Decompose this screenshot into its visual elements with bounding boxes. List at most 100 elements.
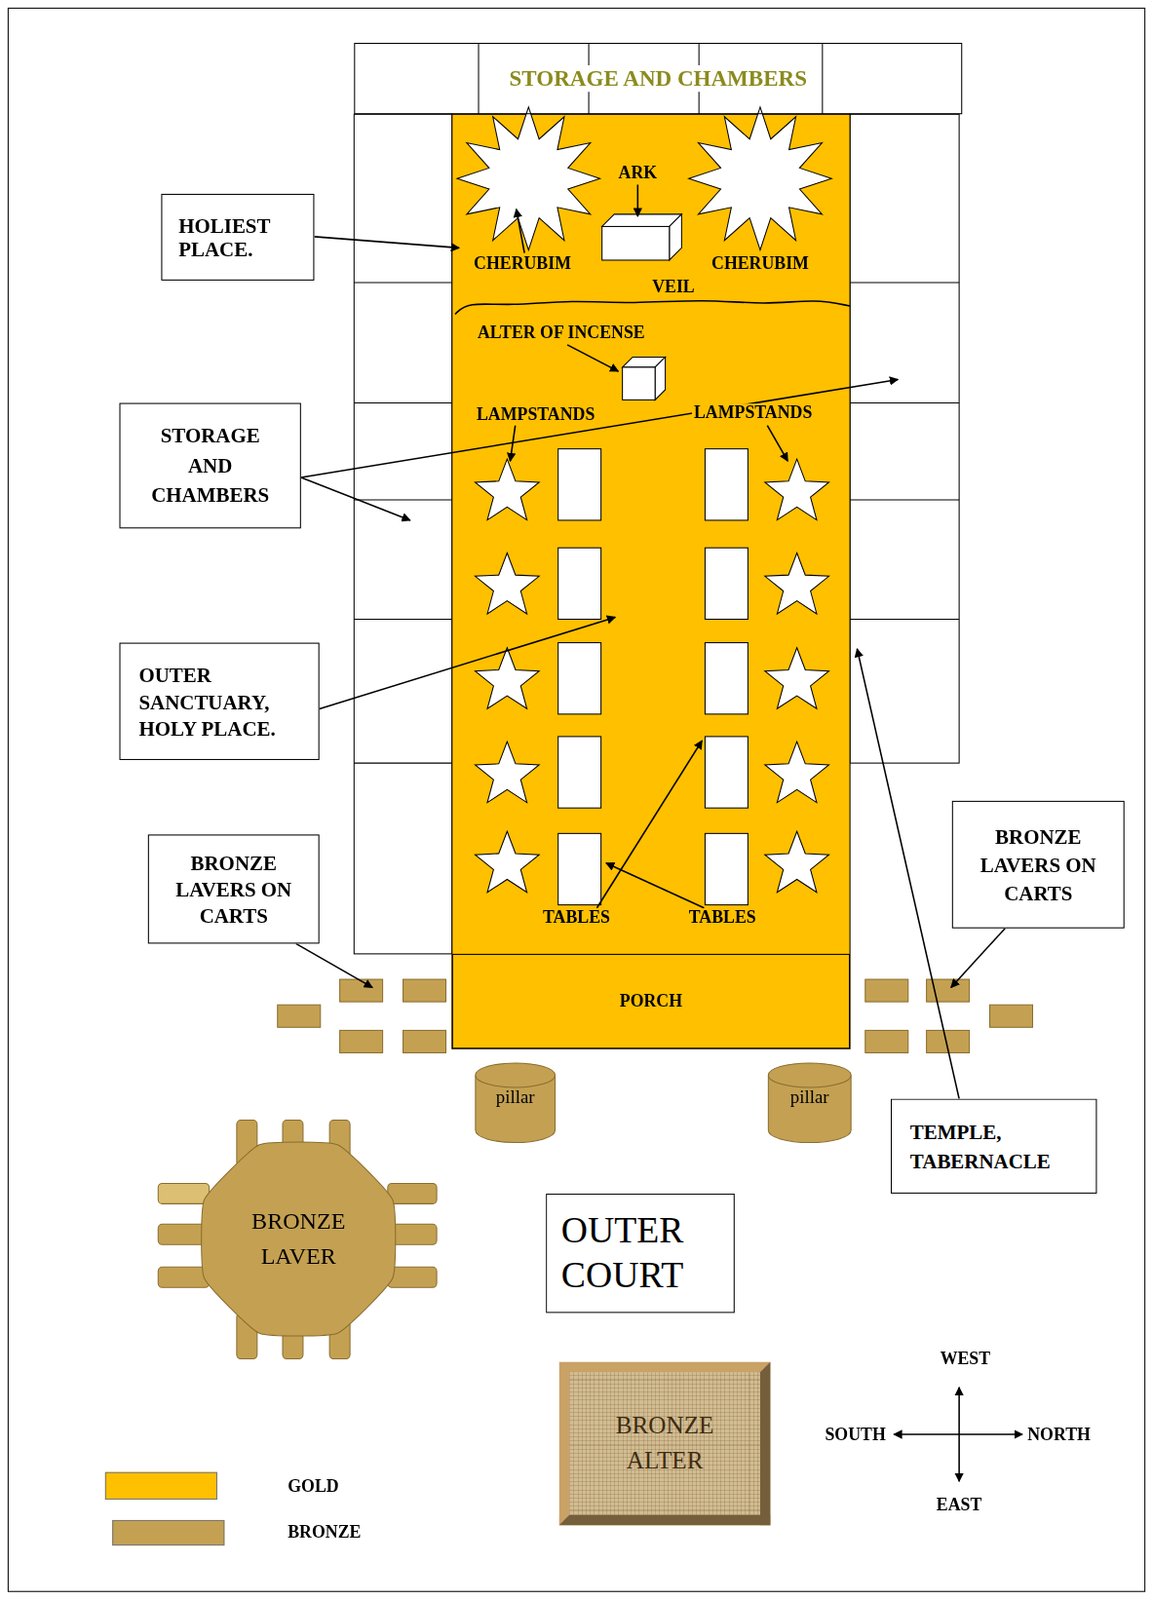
ark-box	[669, 214, 683, 261]
leader-arrow	[951, 928, 1005, 989]
node-text: BRONZE ALTER	[589, 1409, 740, 1478]
chamber-column	[849, 114, 960, 764]
part-label: VEIL	[650, 277, 697, 298]
part-label: LAMPSTANDS	[691, 403, 815, 423]
leader-arrow	[313, 236, 460, 249]
chamber-divider	[353, 618, 453, 620]
leader-arrow	[301, 379, 898, 478]
chamber-divider	[353, 281, 453, 283]
cherub-burst	[689, 107, 833, 251]
lampstand-star	[765, 459, 830, 521]
chamber-divider	[849, 402, 960, 404]
gold-sanctuary	[452, 114, 850, 1049]
table-rect	[558, 547, 602, 619]
cart-laver	[277, 1004, 321, 1028]
node-text: STORAGE AND CHAMBERS	[149, 421, 272, 510]
veil-line	[455, 301, 850, 315]
leader-arrow	[856, 649, 960, 1100]
callout-box: BRONZE LAVERS ON CARTS	[952, 801, 1125, 929]
cart-laver	[340, 1030, 384, 1053]
leader-arrow	[516, 209, 525, 254]
legend-text: BRONZE	[287, 1522, 361, 1543]
ark-box	[602, 214, 683, 228]
table-rect	[704, 833, 748, 905]
cart-laver	[865, 979, 909, 1002]
cherub-burst	[457, 107, 601, 251]
part-label: LAMPSTANDS	[474, 405, 598, 425]
leader-arrow	[301, 477, 411, 521]
chamber-divider	[849, 618, 960, 620]
lampstand-star	[474, 741, 539, 804]
cart-laver	[865, 1030, 909, 1053]
table-rect	[558, 449, 602, 521]
leader-arrow	[959, 1433, 1023, 1436]
callout-box: OUTER SANCTUARY, HOLY PLACE.	[118, 643, 319, 761]
node-text: STORAGE AND CHAMBERS	[503, 65, 812, 92]
node-text: HOLIEST PLACE.	[178, 213, 297, 261]
table-rect	[704, 547, 748, 619]
node-text: BRONZE LAVERS ON CARTS	[163, 849, 305, 930]
table-rect	[558, 643, 602, 715]
node-text: TEMPLE, TABERNACLE	[910, 1117, 1078, 1176]
incense-altar	[654, 356, 665, 400]
legend-swatch	[105, 1472, 218, 1500]
court-box: OUTER COURT	[545, 1193, 735, 1313]
laver-handle	[387, 1267, 437, 1288]
compass-label: SOUTH	[822, 1425, 888, 1446]
callout-box: STORAGE AND CHAMBERS	[118, 403, 301, 530]
callout-box: BRONZE LAVERS ON CARTS	[148, 834, 320, 944]
bronze-laver-outline	[193, 1134, 404, 1344]
part-label: ALTER OF INCENSE	[475, 324, 648, 345]
leader-arrow	[567, 345, 618, 372]
callout-box: HOLIEST PLACE.	[160, 193, 314, 281]
table-rect	[558, 736, 602, 808]
pillar-top	[475, 1063, 556, 1088]
lampstand-star	[474, 459, 539, 521]
legend-swatch	[112, 1520, 225, 1546]
table-rect	[704, 736, 748, 808]
callout-box: TEMPLE, TABERNACLE	[890, 1099, 1097, 1194]
chamber-divider	[821, 42, 823, 115]
compass-label: WEST	[938, 1350, 994, 1371]
compass-label: NORTH	[1025, 1425, 1093, 1446]
laver-handle	[387, 1183, 437, 1204]
node-text: BRONZE LAVER	[234, 1203, 363, 1274]
chamber-divider	[353, 763, 453, 765]
page-frame	[7, 7, 1145, 1592]
pillar-top	[768, 1063, 851, 1088]
pillar: pillar	[474, 1061, 557, 1144]
table-rect	[704, 449, 748, 521]
leader-arrow	[637, 184, 640, 216]
leader-arrow	[606, 863, 705, 909]
compass-label: EAST	[934, 1497, 985, 1517]
leader-arrow	[958, 1387, 960, 1433]
bronze-laver: BRONZE LAVER	[193, 1134, 404, 1344]
leader-arrow	[319, 616, 616, 709]
cart-laver	[403, 979, 447, 1002]
chamber-divider	[477, 42, 479, 115]
leader-arrow	[296, 943, 374, 988]
node-text: OUTER COURT	[561, 1209, 720, 1298]
leader-arrow	[767, 425, 788, 462]
legend-text: GOLD	[287, 1476, 339, 1498]
ark-box	[602, 226, 670, 261]
laver-body	[201, 1142, 396, 1337]
node-text: pillar	[474, 1085, 557, 1108]
chamber-divider	[849, 281, 960, 283]
lampstand-star	[474, 831, 539, 893]
lampstand-star	[765, 552, 830, 615]
chamber-divider	[353, 499, 453, 500]
table-rect	[704, 643, 748, 715]
cart-laver	[403, 1030, 447, 1053]
bronze-altar: BRONZE ALTER	[559, 1362, 771, 1527]
incense-altar	[622, 367, 656, 401]
node-text: OUTER SANCTUARY, HOLY PLACE.	[138, 661, 300, 742]
table-rect	[558, 833, 602, 905]
cart-laver	[990, 1004, 1034, 1028]
leader-arrow	[958, 1432, 960, 1482]
chamber-divider	[353, 402, 453, 404]
laver-handle	[157, 1267, 209, 1288]
part-label: TABLES	[687, 908, 759, 928]
part-label: ARK	[615, 163, 659, 184]
